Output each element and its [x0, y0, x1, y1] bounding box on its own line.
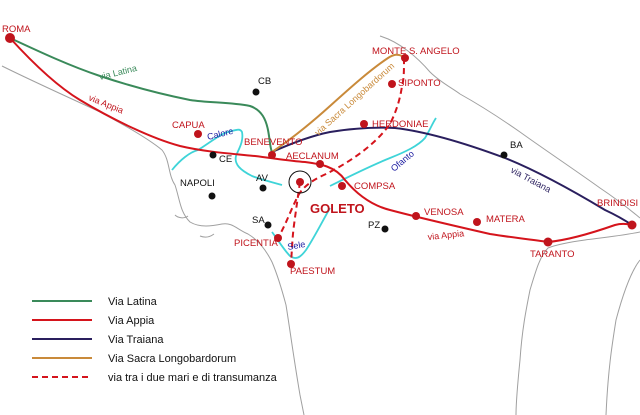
- herdoniae-dot: [360, 120, 368, 128]
- aeclanum-dot: [316, 160, 324, 168]
- legend-label-transumanza: via tra i due mari e di transumanza: [108, 372, 278, 384]
- ba-dot: [500, 151, 508, 159]
- gulf-of-taranto-coast: [515, 231, 640, 415]
- ce-dot: [209, 151, 217, 159]
- goleto-dot: [296, 178, 304, 186]
- legend: Via Latina Via Appia Via Traiana Via Sac…: [32, 296, 278, 384]
- via-traiana-road: [271, 126, 633, 226]
- legend-label-via-traiana: Via Traiana: [108, 334, 164, 346]
- taranto-label: TARANTO: [530, 249, 575, 260]
- brindisi-label: BRINDISI: [597, 198, 638, 209]
- cb-label: CB: [258, 76, 271, 87]
- venosa-label: VENOSA: [424, 207, 464, 218]
- legend-label-via-sacra: Via Sacra Longobardorum: [108, 353, 236, 365]
- pz-dot: [381, 225, 389, 233]
- pz-label: PZ: [368, 220, 380, 231]
- matera-label: MATERA: [486, 214, 526, 225]
- ionian-coast: [605, 259, 640, 415]
- paestum-dot: [287, 260, 295, 268]
- taranto-dot: [543, 237, 553, 247]
- napoli-dot: [208, 192, 216, 200]
- via-appia-road: [9, 37, 633, 244]
- aeclanum-label: AECLANUM: [286, 151, 339, 162]
- legend-label-via-latina: Via Latina: [108, 296, 158, 308]
- av-label: AV: [256, 173, 269, 184]
- red-city-labels: ROMA MONTE S. ANGELO SIPONTO CAPUA HERDO…: [2, 24, 638, 277]
- benevento-label: BENEVENTO: [244, 137, 302, 148]
- bay-islands: [174, 214, 215, 238]
- capua-dot: [194, 130, 202, 138]
- ce-label: CE: [219, 154, 232, 165]
- cb-dot: [252, 88, 260, 96]
- monte-s-angelo-label: MONTE S. ANGELO: [372, 46, 460, 57]
- black-city-dots: [208, 88, 508, 233]
- sele-label: Sele: [287, 239, 306, 252]
- napoli-label: NAPOLI: [180, 178, 215, 189]
- adriatic-coast: [379, 35, 640, 219]
- capua-label: CAPUA: [172, 120, 205, 131]
- via-appia-east-label: via Appia: [427, 228, 464, 242]
- siponto-dot: [388, 80, 396, 88]
- brindisi-dot: [627, 220, 637, 230]
- av-dot: [259, 184, 267, 192]
- sa-dot: [264, 221, 272, 229]
- red-city-dots: [5, 33, 637, 268]
- ofanto-river: [329, 117, 437, 187]
- paestum-label: PAESTUM: [290, 266, 335, 277]
- transumanza-road: [277, 57, 405, 239]
- legend-label-via-appia: Via Appia: [108, 315, 155, 327]
- via-latina-road: [9, 37, 273, 153]
- picentia-label: PICENTIA: [234, 238, 278, 249]
- venosa-dot: [412, 212, 420, 220]
- transumanza-road-branch: [290, 181, 301, 263]
- goleto-highlight-ring: [288, 170, 312, 194]
- benevento-dot: [268, 151, 276, 159]
- black-city-labels: CB CE NAPOLI AV SA PZ BA: [180, 76, 523, 231]
- via-sacra-longobardorum-road: [271, 53, 403, 153]
- ba-label: BA: [510, 140, 523, 151]
- compsa-dot: [338, 182, 346, 190]
- herdoniae-label: HERDONIAE: [372, 119, 428, 130]
- roma-dot: [5, 33, 15, 43]
- calore-label: Calore: [206, 126, 234, 142]
- monte-s-angelo-dot: [401, 54, 409, 62]
- goleto-label: GOLETO: [310, 201, 365, 216]
- compsa-label: COMPSA: [354, 181, 396, 192]
- siponto-label: SIPONTO: [398, 78, 441, 89]
- via-latina-label: via Latina: [98, 63, 138, 82]
- sa-label: SA: [252, 215, 265, 226]
- matera-dot: [473, 218, 481, 226]
- via-appia-west-label: via Appia: [87, 93, 125, 116]
- picentia-dot: [274, 234, 282, 242]
- roma-label: ROMA: [2, 24, 31, 35]
- sele-river: [271, 207, 331, 259]
